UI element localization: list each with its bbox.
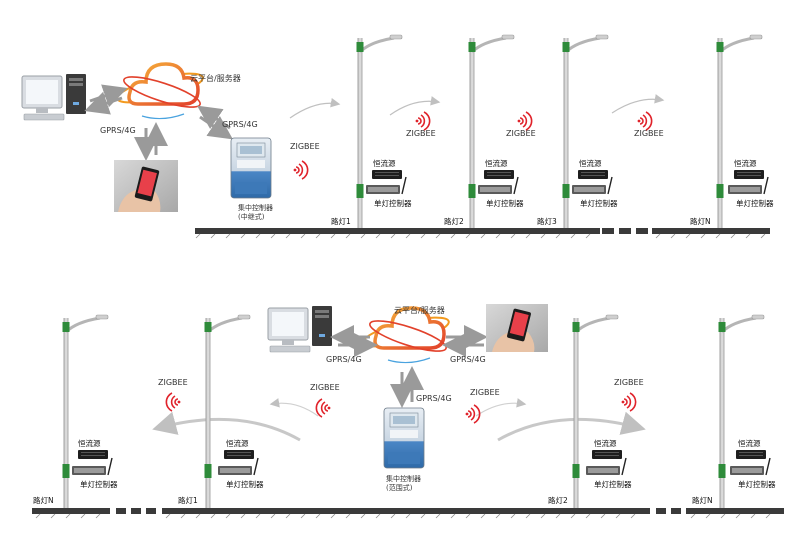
pole-controller-label: 单灯控制器 [80,479,118,489]
top-ground [195,228,770,239]
top-pole-1: 恒流源 单灯控制器 路灯1 [331,33,412,230]
pole-name: 路灯N [33,495,54,505]
zigbee-signal-icon [516,111,533,131]
zigbee-signal-icon [292,160,309,180]
bottom-concentrator-sublabel: (范围式) [386,483,413,492]
pole-driver-label: 恒流源 [579,158,602,168]
top-pc-link-label: GPRS/4G [100,126,136,135]
top-cloud-phone-arrows [134,122,168,161]
bottom-cloud-concentrator-arrows [390,366,424,408]
pole-name: 路灯3 [537,216,557,226]
cloud-icon [362,306,450,364]
pole-driver-label: 恒流源 [485,158,508,168]
bottom-pole-n-right: 恒流源 单灯控制器 路灯N [692,313,776,510]
pole-name: 路灯1 [178,495,198,505]
driver-box-icon [78,450,108,459]
controller-box-icon [727,176,769,195]
controller-box-icon [217,457,259,476]
bottom-cloud-phone-arrows [442,325,488,357]
pole-controller-label: 单灯控制器 [736,198,774,208]
bottom-pole-2: 恒流源 单灯控制器 路灯2 [548,313,632,510]
pole-driver-label: 恒流源 [594,438,617,448]
top-panel: 云平台/服务器 GPRS/4G GPRS/4G [21,33,774,239]
bottom-concentrator-label: 集中控制器 [386,474,421,483]
bottom-pole-1: 恒流源 单灯控制器 路灯1 [178,313,264,510]
controller-box-icon [729,457,771,476]
top-zigbee-label-3: ZIGBEE [634,129,664,138]
bottom-zigbee-label-3: ZIGBEE [470,388,500,397]
pole-controller-label: 单灯控制器 [486,198,524,208]
pole-controller-label: 单灯控制器 [738,479,776,489]
bottom-pc-cloud-arrows [330,325,378,357]
bottom-pole-n-left: 恒流源 单灯控制器 路灯N [33,313,118,510]
controller-box-icon [365,176,407,195]
bottom-sweep-arrows [152,411,646,442]
zigbee-signal-icon [316,399,330,417]
top-zigbee-arcs [289,94,665,119]
phone-icon [114,160,178,212]
bottom-pc-link-label: GPRS/4G [326,355,362,364]
cloud-icon [116,62,204,120]
zigbee-signal-icon [166,393,180,411]
bottom-zigbee-label-2: ZIGBEE [310,383,340,392]
driver-box-icon [578,170,608,179]
pole-driver-label: 恒流源 [734,158,757,168]
top-concentrator-label: 集中控制器 [238,203,273,212]
pole-driver-label: 恒流源 [78,438,101,448]
pole-controller-label: 单灯控制器 [374,198,412,208]
pole-driver-label: 恒流源 [738,438,761,448]
bottom-concentrator-link-label: GPRS/4G [416,394,452,403]
bottom-zigbee-label-4: ZIGBEE [614,378,644,387]
bottom-ground [32,508,784,519]
computer-icon [21,74,86,121]
pole-name: 路灯N [692,495,713,505]
controller-box-icon [477,176,519,195]
top-zigbee-label-2: ZIGBEE [506,129,536,138]
pole-driver-label: 恒流源 [226,438,249,448]
pole-controller-label: 单灯控制器 [580,198,618,208]
pole-driver-label: 恒流源 [373,158,396,168]
pole-name: 路灯2 [548,495,568,505]
driver-box-icon [224,450,254,459]
top-pole-n: 恒流源 单灯控制器 路灯N [690,33,774,230]
driver-box-icon [484,170,514,179]
phone-icon [486,304,548,352]
computer-icon [267,306,332,353]
pole-name: 路灯N [690,216,711,226]
top-pc-cloud-arrows [84,84,128,115]
driver-box-icon [372,170,402,179]
pole-name: 路灯2 [444,216,464,226]
controller-box-icon [571,176,613,195]
bottom-zigbee-label-1: ZIGBEE [158,378,188,387]
top-zigbee-main-label: ZIGBEE [290,142,320,151]
zigbee-signal-icon [414,111,431,131]
top-zigbee-label-1: ZIGBEE [406,129,436,138]
bottom-panel: 云平台/服务器 GPRS/4G GPRS/4G GPRS/4G [32,304,784,519]
top-concentrator-sublabel: (中继式) [238,212,265,221]
concentrator-icon [230,137,272,199]
controller-box-icon [585,457,627,476]
zigbee-signal-icon [464,404,481,424]
concentrator-icon [383,407,425,469]
pole-controller-label: 单灯控制器 [226,479,264,489]
top-pole-2: 恒流源 单灯控制器 路灯2 [444,33,524,230]
pole-name: 路灯1 [331,216,351,226]
top-cloud-label: 云平台/服务器 [190,73,241,83]
bottom-cloud-label: 云平台/服务器 [394,305,445,315]
pole-controller-label: 单灯控制器 [594,479,632,489]
controller-box-icon [71,457,113,476]
zigbee-signal-icon [636,111,653,131]
bottom-phone-link-label: GPRS/4G [450,355,486,364]
top-pole-3: 恒流源 单灯控制器 路灯3 [537,33,618,230]
driver-box-icon [736,450,766,459]
driver-box-icon [592,450,622,459]
driver-box-icon [734,170,764,179]
zigbee-signal-icon [620,392,637,412]
top-concentrator-link-label: GPRS/4G [222,120,258,129]
top-cloud-concentrator-arrows [197,105,233,140]
